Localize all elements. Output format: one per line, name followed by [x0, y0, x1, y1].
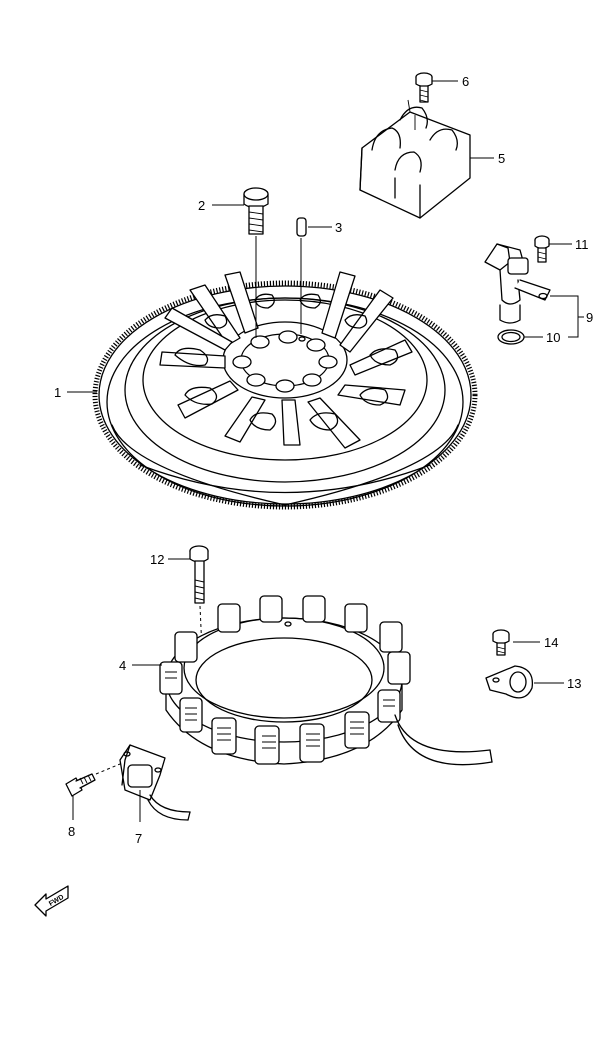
fwd-arrow-icon: FWD — [34, 885, 69, 917]
pulser-coil — [119, 744, 191, 821]
bracket — [359, 99, 471, 219]
callout-6: 6 — [462, 74, 469, 89]
pulser-screw — [65, 763, 121, 797]
callout-5: 5 — [498, 151, 505, 166]
callout-9: 9 — [586, 310, 593, 325]
crank-position-sensor — [484, 243, 551, 324]
bracket-bolt — [415, 72, 433, 103]
callout-12: 12 — [150, 552, 164, 567]
sensor-bolt — [534, 235, 550, 263]
flywheel — [92, 271, 478, 510]
callouts: 2 3 6 5 11 9 10 1 12 14 13 4 8 7 — [54, 74, 593, 846]
callout-2: 2 — [198, 198, 205, 213]
callout-8: 8 — [68, 824, 75, 839]
callout-4: 4 — [119, 658, 126, 673]
callout-3: 3 — [335, 220, 342, 235]
clamp-bolt — [492, 629, 510, 656]
callout-11: 11 — [575, 237, 589, 252]
o-ring — [497, 329, 525, 345]
flywheel-bolt — [243, 187, 269, 338]
callout-7: 7 — [135, 831, 142, 846]
cable-clamp — [485, 665, 534, 699]
callout-13: 13 — [567, 676, 581, 691]
dowel-pin — [296, 217, 307, 334]
callout-1: 1 — [54, 385, 61, 400]
callout-10: 10 — [546, 330, 560, 345]
stator — [159, 595, 493, 766]
callout-14: 14 — [544, 635, 558, 650]
